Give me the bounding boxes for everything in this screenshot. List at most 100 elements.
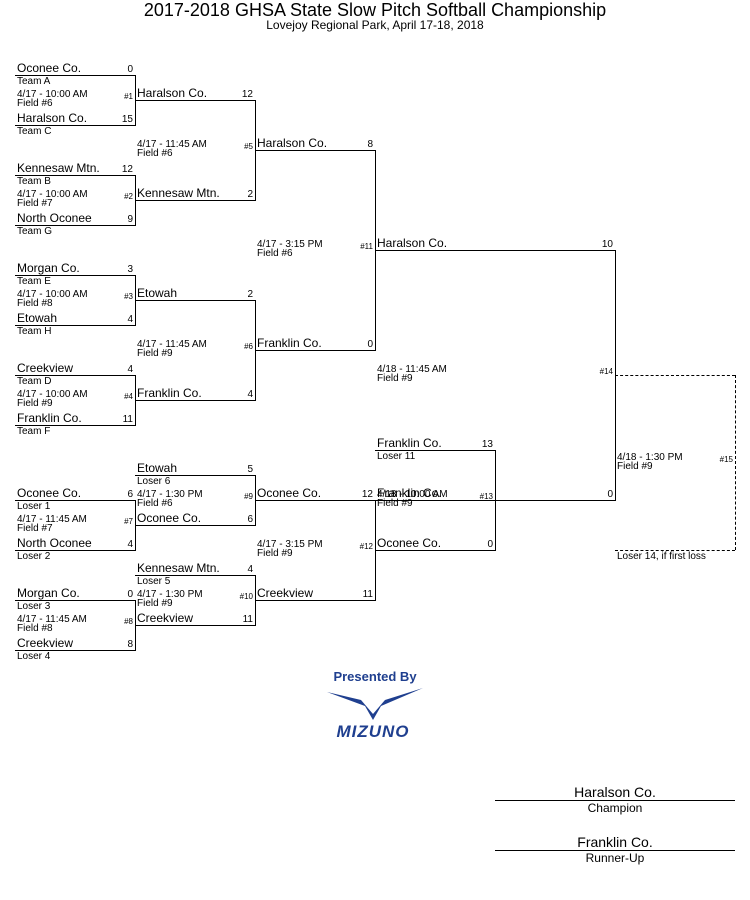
game-field: Field #9 xyxy=(377,373,413,384)
team-score: 11 xyxy=(362,589,373,600)
team-seed: Team C xyxy=(17,126,52,137)
team-seed: Loser 1 xyxy=(17,501,51,512)
team-name: Haralson Co. xyxy=(17,111,88,125)
game-number: #8 xyxy=(124,617,133,626)
team-score: 4 xyxy=(127,364,133,375)
bracket-line-top xyxy=(15,500,135,501)
team-seed: Loser 11 xyxy=(377,451,416,462)
game-field: Field #9 xyxy=(17,398,53,409)
team-name: Morgan Co. xyxy=(17,586,80,600)
team-score: 8 xyxy=(367,139,373,150)
game-time: 4/17 - 11:45 AM xyxy=(137,139,207,150)
team-score: 6 xyxy=(127,489,133,500)
team-name: Etowah xyxy=(137,461,178,475)
game-field: Field #9 xyxy=(377,498,413,509)
team-score: 12 xyxy=(121,164,133,175)
team-name: North Oconee xyxy=(17,536,92,550)
team-name: Haralson Co. xyxy=(257,136,328,150)
bracket-line-bottom xyxy=(135,625,255,626)
game-number: #7 xyxy=(124,517,133,526)
team-name: Oconee Co. xyxy=(137,511,202,525)
bracket-line-top xyxy=(135,575,255,576)
bracket-line-top xyxy=(615,375,735,376)
team-name: Kennesaw Mtn. xyxy=(17,161,100,175)
team-score: 12 xyxy=(361,489,373,500)
bracket-line-top xyxy=(135,300,255,301)
bracket-line-bottom xyxy=(255,350,375,351)
game-time: 4/17 - 1:30 PM xyxy=(137,589,203,600)
team-score: 6 xyxy=(247,514,253,525)
team-score: 4 xyxy=(127,539,133,550)
team-score: 0 xyxy=(607,489,613,500)
champion-team: Haralson Co. xyxy=(574,784,656,800)
team-seed: Loser 5 xyxy=(137,576,171,587)
game-number: #6 xyxy=(244,342,253,351)
page-subtitle: Lovejoy Regional Park, April 17-18, 2018 xyxy=(266,18,484,32)
game-field: Field #6 xyxy=(17,98,53,109)
team-score: 4 xyxy=(247,564,253,575)
team-name: Creekview xyxy=(17,636,74,650)
game-number: #4 xyxy=(124,392,133,401)
team-seed: Loser 2 xyxy=(17,551,51,562)
game-number: #13 xyxy=(479,492,493,501)
game-time: 4/17 - 10:00 AM xyxy=(17,289,88,300)
team-seed: Loser 4 xyxy=(17,651,51,662)
sponsor-brand: MIZUNO xyxy=(336,722,410,741)
team-name: Creekview xyxy=(257,586,314,600)
bracket-line-bottom xyxy=(15,550,135,551)
team-name: Oconee Co. xyxy=(17,61,82,75)
game-field: Field #8 xyxy=(17,298,53,309)
game-time: 4/17 - 10:00 AM xyxy=(17,389,88,400)
team-score: 8 xyxy=(127,639,133,650)
bracket-line-bottom xyxy=(135,525,255,526)
runner-up-team: Franklin Co. xyxy=(577,834,653,850)
game-number: #11 xyxy=(360,242,373,251)
team-score: 3 xyxy=(127,264,133,275)
team-name: Franklin Co. xyxy=(137,386,202,400)
team-name: Franklin Co. xyxy=(257,336,322,350)
team-seed: Team F xyxy=(17,426,51,437)
game-field: Field #7 xyxy=(17,198,53,209)
team-name: Morgan Co. xyxy=(17,261,80,275)
game-time: 4/17 - 1:30 PM xyxy=(137,489,203,500)
bracket-connector xyxy=(495,450,496,551)
game-number: #10 xyxy=(239,592,253,601)
game-time: 4/17 - 3:15 PM xyxy=(257,539,323,550)
page-title: 2017-2018 GHSA State Slow Pitch Softball… xyxy=(143,0,607,20)
game-time: 4/17 - 3:15 PM xyxy=(257,239,323,250)
game-field: Field #8 xyxy=(17,623,53,634)
team-score: 12 xyxy=(241,89,253,100)
team-score: 2 xyxy=(247,189,253,200)
bracket-line-bottom xyxy=(15,325,135,326)
team-score: 9 xyxy=(127,214,133,225)
game-time: 4/17 - 10:00 AM xyxy=(17,189,88,200)
team-seed: Team D xyxy=(17,376,52,387)
champion-line xyxy=(495,800,735,801)
team-name: Franklin Co. xyxy=(377,436,442,450)
team-name: Creekview xyxy=(137,611,194,625)
bracket-line-bottom xyxy=(15,650,135,651)
team-score: 0 xyxy=(367,339,373,350)
team-score: 2 xyxy=(247,289,253,300)
bracket-connector xyxy=(735,375,736,550)
team-name: Etowah xyxy=(137,286,178,300)
game-field: Field #9 xyxy=(137,348,173,359)
game-field: Field #9 xyxy=(617,461,653,472)
game-field: Field #6 xyxy=(257,248,293,259)
game-field: Field #9 xyxy=(137,598,173,609)
team-name: North Oconee xyxy=(17,211,92,225)
mizuno-runbird-icon xyxy=(327,688,423,720)
bracket-line-top xyxy=(15,75,135,76)
team-name: Haralson Co. xyxy=(137,86,208,100)
bracket-line-top xyxy=(255,150,375,151)
team-score: 5 xyxy=(247,464,253,475)
bracket-line-top xyxy=(135,475,255,476)
bracket-line-bottom xyxy=(375,550,495,551)
team-score: 4 xyxy=(247,389,253,400)
team-name: Haralson Co. xyxy=(377,236,448,250)
game-number: #12 xyxy=(359,542,373,551)
game-field: Field #6 xyxy=(137,498,173,509)
team-seed: Loser 3 xyxy=(17,601,51,612)
team-name: Oconee Co. xyxy=(17,486,82,500)
team-score: 0 xyxy=(487,539,493,550)
